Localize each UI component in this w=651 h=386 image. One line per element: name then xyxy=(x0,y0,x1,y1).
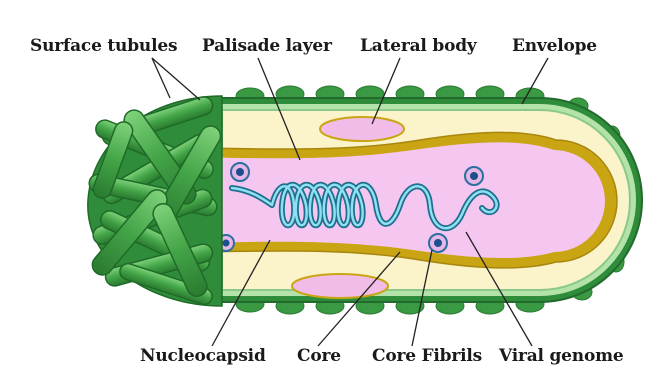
label-palisade-layer: Palisade layer xyxy=(202,36,332,56)
label-surface-tubules: Surface tubules xyxy=(30,36,177,56)
label-viral-genome: Viral genome xyxy=(499,346,624,366)
label-nucleocapsid: Nucleocapsid xyxy=(140,346,266,366)
label-core: Core xyxy=(297,346,341,366)
lateral-body-top xyxy=(320,117,404,141)
label-lateral-body: Lateral body xyxy=(360,36,477,56)
lateral-body-bottom xyxy=(292,274,388,298)
label-core-fibrils: Core Fibrils xyxy=(372,346,482,366)
surface-tubules xyxy=(88,95,225,307)
label-envelope: Envelope xyxy=(512,36,597,56)
